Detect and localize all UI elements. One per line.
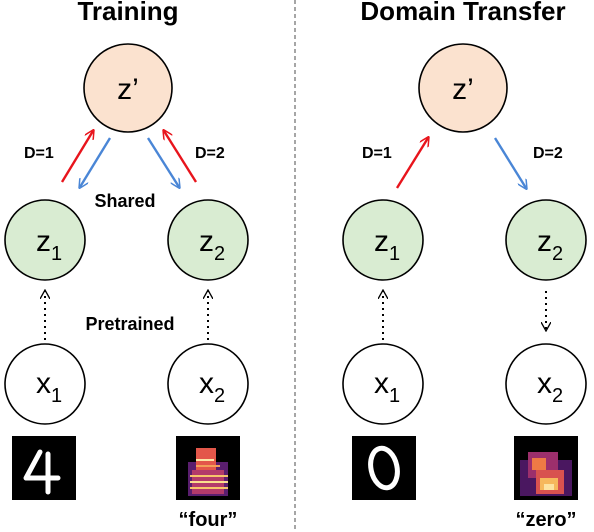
d2-label: D=2 [195, 145, 225, 162]
latent-node-label: z’ [452, 73, 474, 106]
domain-latent-node-2 [167, 199, 249, 281]
data-label-1: x1 [374, 367, 400, 407]
mnist-thumbnail-zero [352, 436, 416, 500]
data-node-1 [342, 343, 424, 425]
domain-latent-node-2 [505, 199, 587, 281]
spectrogram-thumbnail-transfer [514, 436, 578, 500]
data-node-1 [4, 343, 86, 425]
latent-node-transfer [418, 43, 508, 133]
mnist-thumbnail-four [12, 436, 76, 500]
latent-node-label: z’ [117, 73, 139, 106]
data-node-2 [505, 343, 587, 425]
transfer-title: Domain Transfer [360, 0, 565, 26]
decoder-arrow-transfer [493, 137, 526, 188]
data-label-2: x2 [199, 367, 225, 407]
domain-latent-label-1: z1 [36, 225, 62, 265]
data-label-1: x1 [36, 367, 62, 407]
d2-label: D=2 [533, 145, 563, 162]
domain-latent-label-2: z2 [199, 225, 225, 265]
domain-latent-node-1 [342, 199, 424, 281]
domain-latent-label-2: z2 [537, 225, 563, 265]
decoder-arrow-d2 [146, 137, 179, 187]
caption-zero: “zero” [515, 509, 576, 531]
decoder-arrow-d1 [80, 137, 112, 187]
d1-label: D=1 [24, 145, 54, 162]
latent-node-training [83, 43, 173, 133]
encoder-arrow-d1 [60, 131, 93, 183]
domain-latent-label-1: z1 [374, 225, 400, 265]
data-label-2: x2 [537, 367, 563, 407]
d1-label: D=1 [362, 145, 392, 162]
training-title: Training [77, 0, 178, 26]
encoder-arrow-transfer [395, 138, 428, 189]
pretrained-label: Pretrained [85, 314, 174, 334]
caption-four: “four” [179, 509, 238, 531]
shared-label: Shared [94, 191, 155, 211]
encoder-arrow-d2 [164, 131, 198, 183]
domain-latent-node-1 [4, 199, 86, 281]
data-node-2 [167, 343, 249, 425]
spectrogram-thumbnail-training [176, 436, 240, 500]
